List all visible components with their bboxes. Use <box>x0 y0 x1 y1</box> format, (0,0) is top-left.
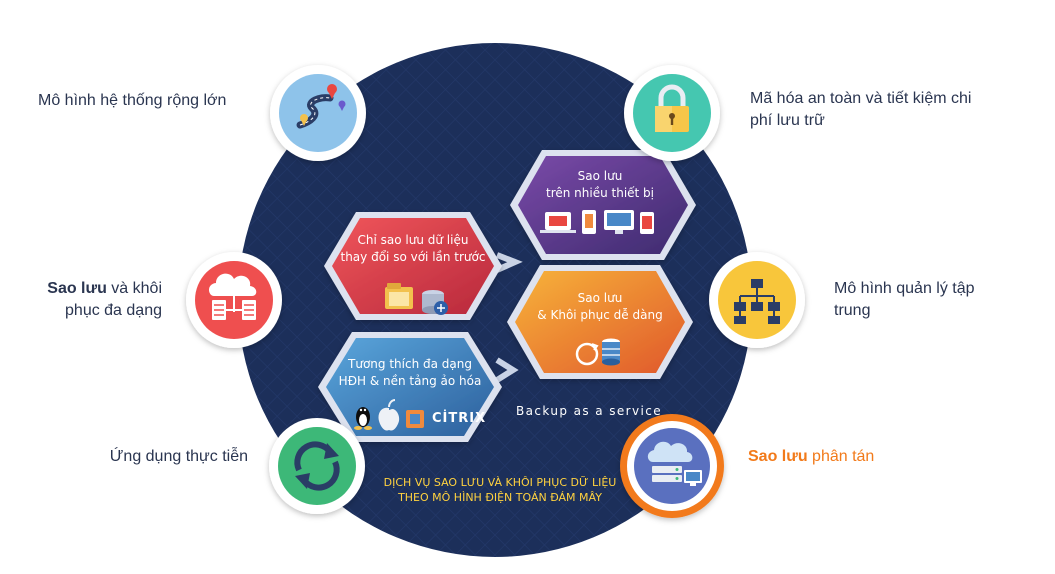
label-centralized-management-line2: trung <box>834 302 871 319</box>
label-centralized-management: Mô hình quản lý tập trung <box>834 278 1034 322</box>
label-distributed-backup-bold: Sao lưu <box>748 448 808 465</box>
refresh-database-icon <box>575 338 620 366</box>
tagline-baas: Backup as a service <box>516 404 662 418</box>
folder-database-icon <box>385 283 448 315</box>
circle-distributed <box>620 414 724 518</box>
label-distributed-backup-rest: phân tán <box>807 448 875 465</box>
circle-cloud-server <box>186 252 282 348</box>
hex-easy-restore-line1: Sao lưu <box>577 291 623 305</box>
sync-arrows-icon <box>294 441 340 491</box>
cloud-computer-icon <box>647 441 702 486</box>
circle-road-map <box>270 65 366 161</box>
label-diverse-backup-rest: và khôi <box>106 280 162 297</box>
hierarchy-icon <box>734 279 780 324</box>
hex-incremental-line1: Chỉ sao lưu dữ liệu <box>357 233 469 247</box>
hex-compatibility <box>318 332 502 442</box>
circle-sync <box>269 418 365 514</box>
label-secure-encryption: Mã hóa an toàn và tiết kiệm chi phí lưu … <box>750 88 1030 132</box>
apple-icon <box>378 399 400 431</box>
devices-icon <box>540 210 654 234</box>
hex-easy-restore-line2: & Khôi phục dễ dàng <box>537 308 663 322</box>
cloud-server-icon <box>209 273 257 320</box>
label-practical-application-text: Ứng dụng thực tiễn <box>109 448 248 465</box>
hex-multi-device-line1: Sao lưu <box>577 169 623 183</box>
label-centralized-management-line1: Mô hình quản lý tập <box>834 280 975 297</box>
linux-icon <box>354 407 372 430</box>
lock-icon <box>655 84 689 132</box>
hex-compatibility-line1: Tương thích đa dạng <box>348 357 472 371</box>
hex-incremental <box>324 212 502 320</box>
hex-multi-device-line2: trên nhiều thiết bị <box>545 186 655 200</box>
label-distributed-backup: Sao lưu phân tán <box>748 446 968 468</box>
circle-hierarchy <box>709 252 805 348</box>
label-diverse-backup: Sao lưu và khôi phục đa dạng <box>0 278 162 322</box>
hex-easy-restore <box>507 265 693 379</box>
service-caption-line2: THEO MÔ HÌNH ĐIỆN TOÁN ĐÁM MÂY <box>398 491 602 504</box>
citrix-logo: CİTRIX <box>432 411 487 426</box>
label-diverse-backup-bold: Sao lưu <box>47 280 107 297</box>
hex-compatibility-text: Tương thích đa dạng HĐH & nền tảng ảo hó… <box>332 356 488 390</box>
vmware-icon <box>406 410 424 428</box>
label-practical-application: Ứng dụng thực tiễn <box>60 446 248 468</box>
hex-incremental-line2: thay đổi so với lần trước <box>340 250 486 264</box>
label-large-system-text: Mô hình hệ thống rộng lớn <box>38 92 227 109</box>
hex-easy-restore-text: Sao lưu & Khôi phục dễ dàng <box>522 290 678 324</box>
service-caption-line1: DỊCH VỤ SAO LƯU VÀ KHÔI PHỤC DỮ LIỆU <box>383 476 617 489</box>
hex-multi-device <box>510 150 696 260</box>
service-caption: DỊCH VỤ SAO LƯU VÀ KHÔI PHỤC DỮ LIỆU THE… <box>370 475 630 505</box>
label-large-system: Mô hình hệ thống rộng lớn <box>38 90 268 112</box>
hex-incremental-text: Chỉ sao lưu dữ liệu thay đổi so với lần … <box>335 232 491 266</box>
label-secure-encryption-line2: phí lưu trữ <box>750 112 825 129</box>
hex-compatibility-line2: HĐH & nền tảng ảo hóa <box>338 374 482 388</box>
road-map-icon <box>296 84 346 129</box>
label-secure-encryption-line1: Mã hóa an toàn và tiết kiệm chi <box>750 90 972 107</box>
label-diverse-backup-line2: phục đa dạng <box>65 302 162 319</box>
circle-lock <box>624 65 720 161</box>
hex-connectors <box>495 252 523 383</box>
hex-multi-device-text: Sao lưu trên nhiều thiết bị <box>525 168 675 202</box>
